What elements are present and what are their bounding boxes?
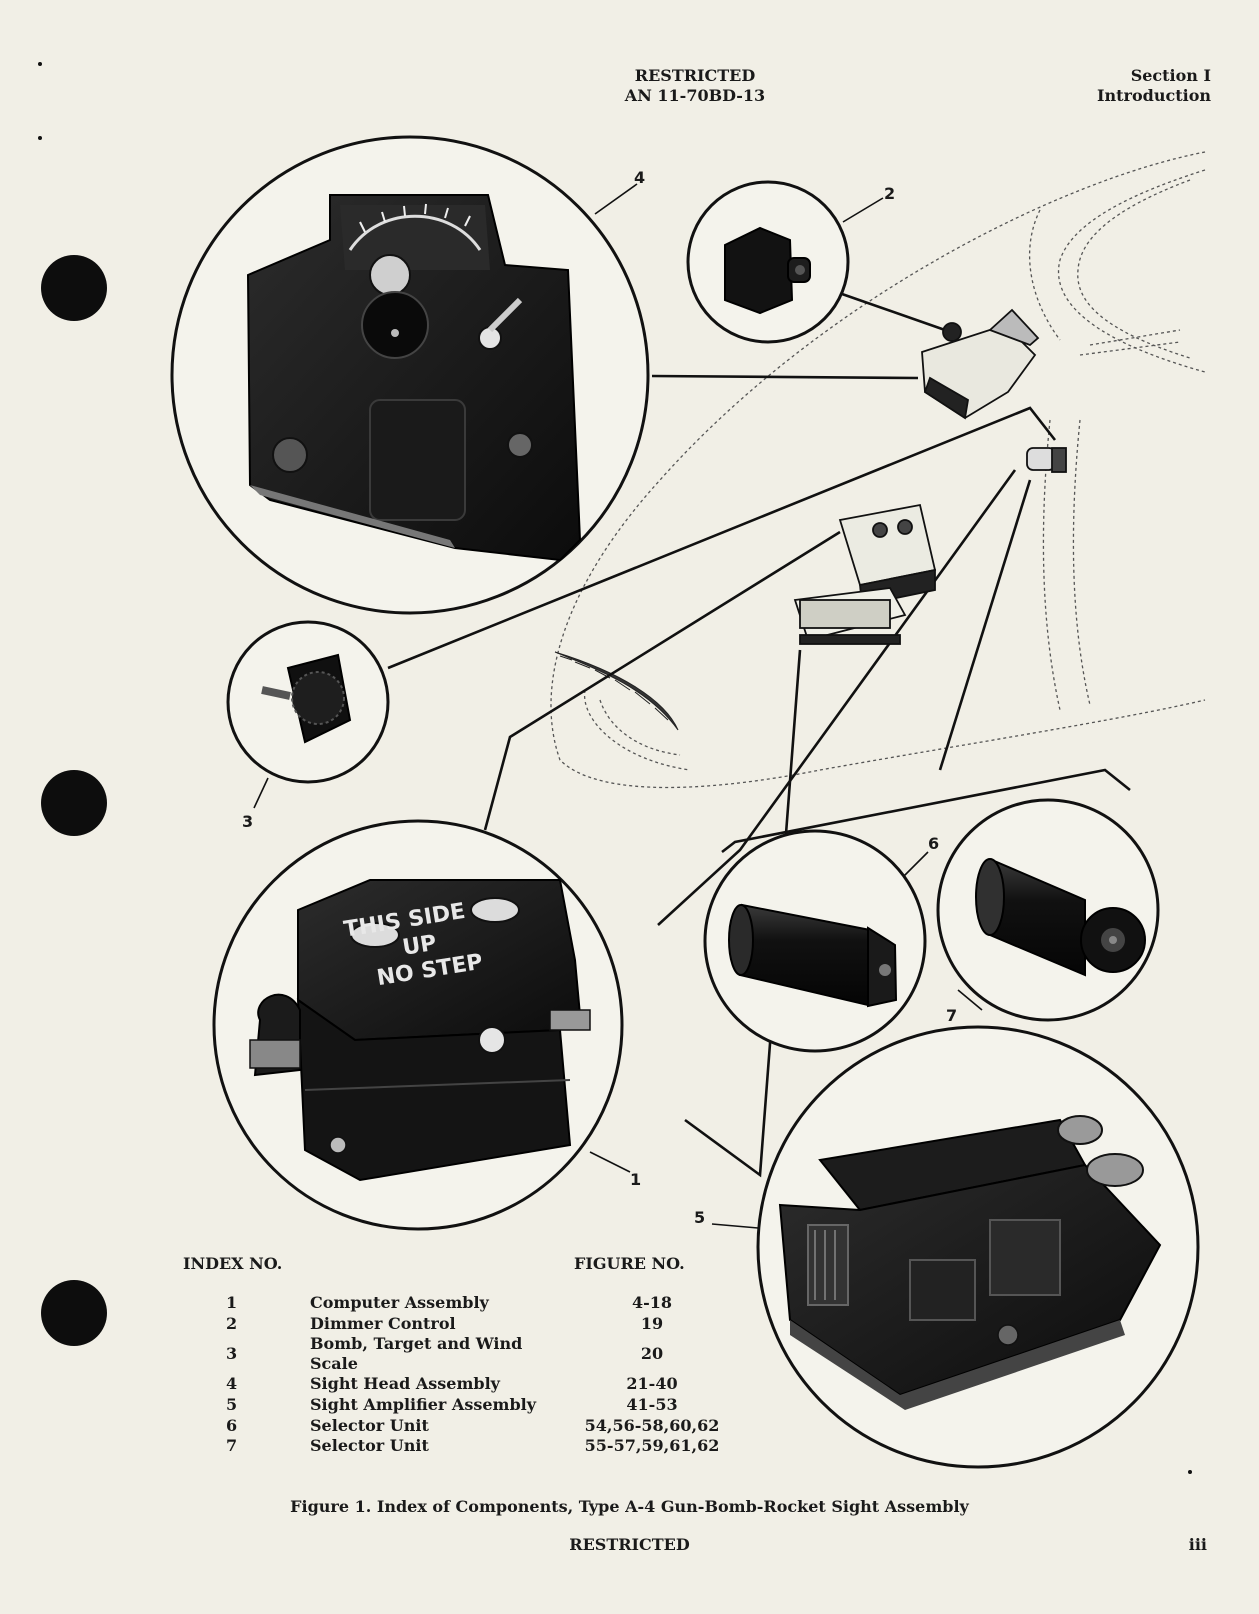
figure-number: 55-57,59,61,62 <box>584 1436 720 1456</box>
index-row: 6 Selector Unit 54,56-58,60,62 <box>210 1415 732 1436</box>
leader-lines <box>387 292 1131 1178</box>
callout-7: 7 <box>946 1006 958 1025</box>
index-number: 1 <box>226 1293 238 1313</box>
callout-5: 5 <box>694 1208 706 1227</box>
page-header-center: RESTRICTED AN 11-70BD-13 <box>560 66 830 106</box>
computer-label-line2: UP <box>401 931 438 961</box>
index-column-header: INDEX NO. <box>183 1254 283 1273</box>
figure-caption: Figure 1. Index of Components, Type A-4 … <box>290 1497 969 1516</box>
selector-unit-6-body <box>728 903 898 1008</box>
binder-hole-bottom <box>41 1280 107 1346</box>
callout-1: 1 <box>630 1170 642 1189</box>
sight-amplifier-body <box>778 1115 1162 1410</box>
intake-hatching <box>554 651 679 731</box>
figure-number: 19 <box>640 1313 664 1333</box>
dimmer-control-body <box>724 226 811 315</box>
margin-mark <box>38 136 42 140</box>
index-number: 7 <box>226 1436 238 1456</box>
callout-6: 6 <box>928 834 940 853</box>
margin-mark <box>38 62 42 66</box>
figure-column-header: FIGURE NO. <box>574 1254 685 1273</box>
index-row: 7 Selector Unit 55-57,59,61,62 <box>210 1436 732 1457</box>
figure-number: 54,56-58,60,62 <box>584 1415 720 1435</box>
binder-hole-middle <box>41 770 107 836</box>
component-name: Computer Assembly <box>310 1293 489 1313</box>
component-name: Selector Unit <box>310 1436 429 1456</box>
binder-hole-top <box>41 255 107 321</box>
selector-unit-7-body <box>975 858 1146 977</box>
page-header-right: Section I Introduction <box>1097 66 1211 106</box>
computer-assembly-body: THIS SIDE UP NO STEP <box>249 879 591 1182</box>
footer-classification: RESTRICTED <box>569 1535 690 1554</box>
page-number: iii <box>1188 1535 1207 1554</box>
installed-components <box>793 308 1067 645</box>
index-number: 6 <box>226 1415 238 1435</box>
component-name: Sight Amplifier Assembly <box>310 1395 537 1415</box>
index-row: 2 Dimmer Control 19 <box>210 1314 732 1335</box>
sight-head-body <box>246 194 582 562</box>
index-number: 2 <box>226 1313 238 1333</box>
index-number: 3 <box>226 1344 238 1364</box>
margin-mark <box>1188 1470 1192 1474</box>
aircraft-outline <box>550 151 1206 789</box>
callout-4: 4 <box>634 168 646 187</box>
index-number: 4 <box>226 1374 238 1394</box>
figure-number: 20 <box>640 1344 664 1364</box>
header-section-title: Introduction <box>1097 86 1211 105</box>
wind-scale-body <box>261 653 352 744</box>
header-classification: RESTRICTED <box>634 66 756 85</box>
component-name: Sight Head Assembly <box>310 1374 500 1394</box>
component-name: Bomb, Target and Wind Scale <box>310 1334 523 1374</box>
callout-3: 3 <box>242 812 254 831</box>
figure-number: 21-40 <box>626 1374 678 1394</box>
index-number: 5 <box>226 1395 238 1415</box>
component-name: Dimmer Control <box>310 1313 456 1333</box>
component-name: Selector Unit <box>310 1415 429 1435</box>
header-section: Section I <box>1130 66 1211 85</box>
index-row: 5 Sight Amplifier Assembly 41-53 <box>210 1395 732 1416</box>
callout-2: 2 <box>884 184 896 203</box>
index-row: 1 Computer Assembly 4-18 <box>210 1293 732 1314</box>
figure-number: 4-18 <box>631 1293 673 1313</box>
index-row: 3 Bomb, Target and Wind Scale 20 <box>210 1334 732 1374</box>
header-doc-number: AN 11-70BD-13 <box>624 86 766 105</box>
figure-number: 41-53 <box>626 1395 678 1415</box>
index-row: 4 Sight Head Assembly 21-40 <box>210 1374 732 1395</box>
